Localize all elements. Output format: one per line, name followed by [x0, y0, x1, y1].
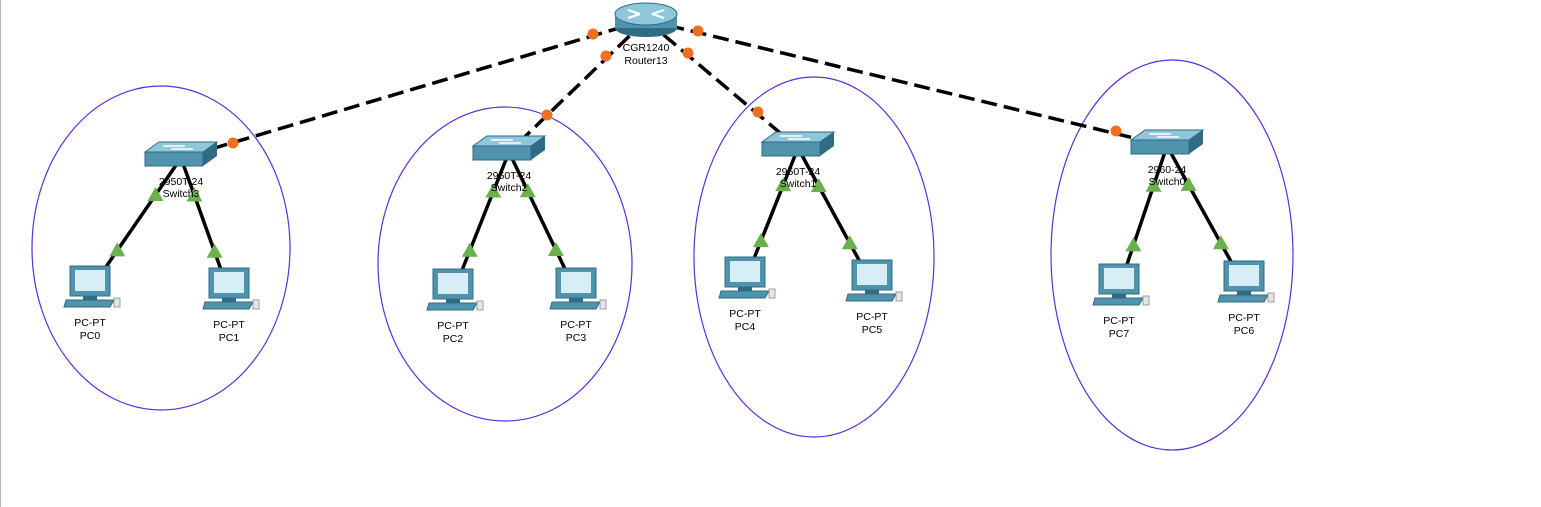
- pc-name-label: PC6: [1234, 325, 1255, 337]
- pc-model-label: PC-PT: [437, 320, 469, 332]
- cluster-outline: [1050, 59, 1294, 451]
- link-up-indicator: [841, 235, 858, 250]
- pc-icon[interactable]: [718, 256, 776, 299]
- switch-model-label: 2950T-24: [487, 170, 532, 182]
- pc-icon[interactable]: [202, 267, 260, 310]
- link-up-indicator: [1212, 235, 1229, 250]
- pc-name-label: PC0: [80, 330, 101, 342]
- router-name-label: Router13: [624, 55, 667, 67]
- serial-port-status-marker: [541, 109, 553, 121]
- serial-link-sw3[interactable]: [180, 18, 647, 160]
- router-model-label: CGR1240: [623, 42, 670, 54]
- pc-icon[interactable]: [1092, 263, 1150, 306]
- link-up-indicator: [147, 186, 164, 201]
- switch-icon[interactable]: [143, 141, 219, 167]
- serial-link-sw1[interactable]: [644, 18, 800, 150]
- pc-icon[interactable]: [63, 265, 121, 308]
- pc-icon[interactable]: [549, 267, 607, 310]
- link-up-indicator: [186, 187, 203, 202]
- serial-port-status-marker: [587, 28, 599, 40]
- router-icon[interactable]: [614, 2, 678, 37]
- cluster-outline: [693, 76, 935, 438]
- link-up-indicator: [206, 243, 223, 258]
- link-up-indicator: [752, 233, 769, 248]
- serial-port-status-marker: [600, 50, 612, 62]
- serial-link-sw2[interactable]: [507, 18, 648, 154]
- pc-model-label: PC-PT: [213, 319, 245, 331]
- switch-name-label: Switch1: [780, 178, 817, 190]
- link-up-indicator: [810, 178, 827, 193]
- switch-model-label: 2960-24: [1148, 164, 1187, 176]
- pc-icon[interactable]: [1217, 260, 1275, 303]
- switch-icon[interactable]: [1129, 129, 1205, 155]
- link-up-indicator: [547, 242, 564, 256]
- link-up-indicator: [461, 242, 478, 257]
- pc-name-label: PC1: [219, 332, 240, 344]
- serial-port-status-marker: [1110, 125, 1122, 137]
- link-up-indicator: [519, 183, 536, 198]
- switch-name-label: Switch0: [1149, 176, 1186, 188]
- switch-icon[interactable]: [760, 131, 836, 157]
- pc-icon[interactable]: [426, 268, 484, 311]
- serial-port-status-marker: [227, 137, 239, 149]
- pc-name-label: PC2: [443, 333, 464, 345]
- cluster-outline: [377, 106, 633, 422]
- switch-model-label: 2950T-24: [159, 176, 204, 188]
- link-up-indicator: [109, 242, 126, 257]
- switch-name-label: Switch3: [163, 188, 200, 200]
- cluster-outline: [31, 85, 291, 411]
- link-up-indicator: [775, 177, 792, 192]
- pc-icon[interactable]: [845, 259, 903, 302]
- pc-name-label: PC3: [566, 332, 587, 344]
- serial-link-sw0[interactable]: [645, 18, 1168, 148]
- switch-name-label: Switch2: [491, 182, 528, 194]
- pc-model-label: PC-PT: [1228, 312, 1260, 324]
- pc-name-label: PC5: [862, 324, 883, 336]
- switch-icon[interactable]: [471, 135, 547, 161]
- link-up-indicator: [1125, 237, 1142, 252]
- serial-port-status-marker: [692, 25, 704, 37]
- pc-model-label: PC-PT: [560, 319, 592, 331]
- pc-model-label: PC-PT: [729, 308, 761, 320]
- switch-model-label: 2950T-24: [776, 166, 821, 178]
- serial-port-status-marker: [752, 106, 764, 118]
- pc-model-label: PC-PT: [74, 317, 106, 329]
- pc-name-label: PC4: [735, 321, 756, 333]
- link-up-indicator: [1145, 177, 1162, 192]
- pc-model-label: PC-PT: [856, 311, 888, 323]
- pc-model-label: PC-PT: [1103, 315, 1135, 327]
- pc-name-label: PC7: [1109, 328, 1130, 340]
- link-up-indicator: [1180, 176, 1197, 191]
- link-up-indicator: [485, 183, 502, 198]
- serial-port-status-marker: [682, 47, 694, 59]
